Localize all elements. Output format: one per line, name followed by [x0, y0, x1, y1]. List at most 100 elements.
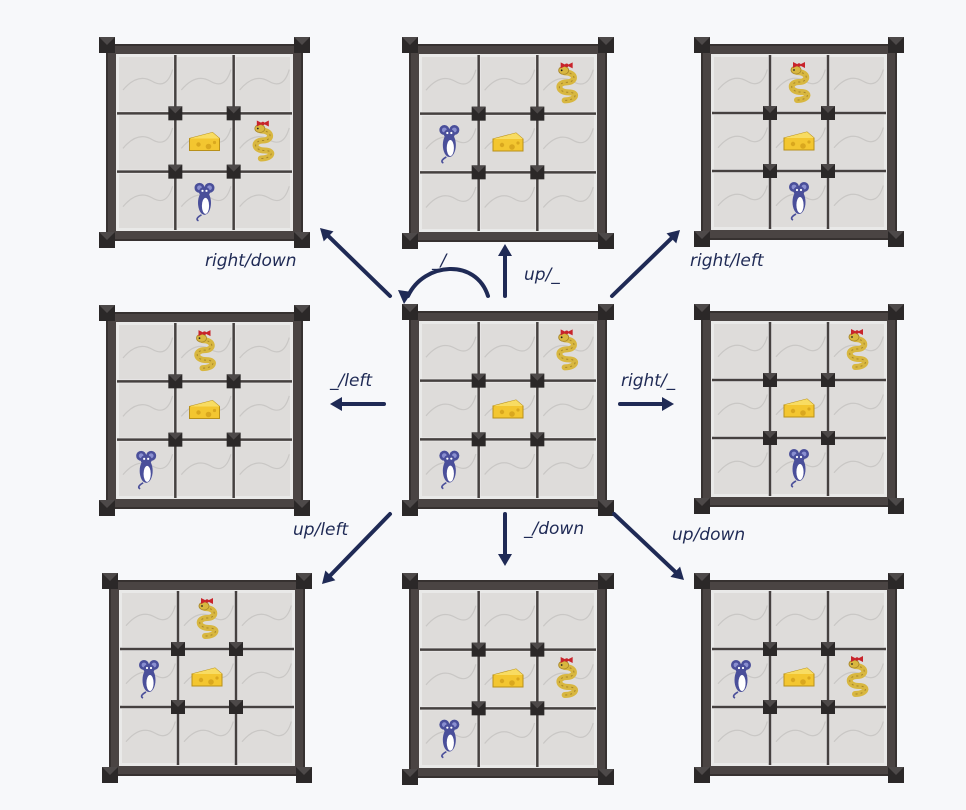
board-tile: [830, 382, 884, 436]
board-middle-right: [694, 304, 904, 514]
corner-post-highlight: [694, 573, 710, 581]
corner-post-highlight: [888, 304, 904, 312]
move-bottom-left-arrow: [328, 512, 392, 578]
inner-post-highlight: [530, 373, 545, 381]
tile-vein: [775, 185, 826, 207]
move-bottom-right-arrow: [612, 512, 678, 574]
tile-vein: [239, 186, 290, 208]
corner-post-highlight: [598, 304, 614, 312]
tile-vein: [122, 69, 174, 91]
corner-post-highlight: [888, 231, 904, 239]
board-tile: [830, 57, 884, 111]
corner-post-highlight: [296, 573, 312, 581]
board-tile: [422, 174, 477, 229]
board-tile: [714, 709, 768, 763]
inner-post-highlight: [530, 432, 545, 440]
board-bottom-center: [402, 573, 614, 785]
tile-vein: [717, 127, 768, 149]
corner-post-highlight: [99, 305, 115, 313]
board-bottom-left: [102, 573, 312, 783]
move-label-bottom-right: up/down: [672, 525, 745, 545]
inner-post-highlight: [168, 374, 183, 382]
inner-post-highlight: [530, 701, 545, 709]
tile-vein: [241, 663, 292, 685]
tile-vein: [833, 185, 884, 207]
tile-vein: [717, 605, 768, 627]
board-tile: [830, 440, 884, 494]
inner-post-highlight: [171, 642, 185, 649]
tile-vein: [239, 395, 290, 417]
corner-post-highlight: [598, 573, 614, 581]
inner-post-highlight: [168, 106, 183, 114]
board-tile: [235, 441, 290, 496]
board-tile: [238, 709, 292, 763]
tile-vein: [122, 337, 174, 359]
inner-post-highlight: [168, 164, 183, 172]
tile-vein: [122, 395, 174, 417]
corner-post-highlight: [402, 233, 418, 241]
tile-vein: [775, 452, 826, 474]
board-frame-edge: [106, 312, 303, 509]
corner-post-highlight: [102, 573, 118, 581]
corner-post-highlight: [694, 304, 710, 312]
move-bottom-left-arrow-head: [322, 570, 336, 584]
inner-post-highlight: [821, 164, 835, 171]
corner-post-highlight: [694, 37, 710, 45]
tile-vein: [775, 605, 826, 627]
board-frame: [409, 580, 607, 778]
tile-vein: [833, 394, 884, 416]
tile-vein: [717, 336, 768, 358]
tile-vein: [542, 453, 594, 475]
tile-vein: [425, 186, 477, 208]
inner-post-highlight: [821, 431, 835, 438]
move-bottom-center-arrow-head: [498, 554, 512, 566]
inner-post-highlight: [530, 106, 545, 114]
corner-post-highlight: [598, 500, 614, 508]
board-tile: [830, 593, 884, 647]
tile-vein: [425, 336, 477, 358]
corner-post-highlight: [99, 37, 115, 45]
corner-post-highlight: [888, 498, 904, 506]
inner-post-highlight: [821, 700, 835, 707]
move-label-middle-left: _/left: [329, 371, 373, 391]
tile-vein: [717, 185, 768, 207]
board-tile: [119, 173, 174, 228]
tile-vein: [425, 69, 477, 91]
tile-vein: [425, 664, 477, 686]
tile-vein: [717, 663, 768, 685]
board-tile: [480, 57, 536, 112]
board-tile: [177, 57, 232, 112]
board-middle-left: [99, 305, 310, 516]
board-tile: [480, 441, 536, 496]
board-frame: [409, 44, 607, 242]
board-frame-edge: [106, 44, 303, 241]
move-label-bottom-left: up/left: [293, 520, 349, 540]
tile-vein: [241, 605, 292, 627]
board-tile: [772, 709, 826, 763]
corner-post-highlight: [296, 767, 312, 775]
inner-post-highlight: [821, 106, 835, 113]
tile-vein: [833, 127, 884, 149]
inner-post-highlight: [471, 701, 486, 709]
corner-post-highlight: [402, 37, 418, 45]
board-frame-edge: [701, 311, 897, 507]
tile-vein: [425, 605, 477, 627]
board-tile: [122, 593, 176, 647]
board-tile: [714, 57, 768, 111]
board-top-right: [694, 37, 904, 247]
tile-vein: [717, 69, 768, 91]
inner-post-highlight: [763, 700, 777, 707]
board-frame-edge: [701, 580, 897, 776]
board-frame: [409, 311, 607, 509]
corner-post-highlight: [598, 37, 614, 45]
inner-post-highlight: [226, 106, 241, 114]
board-tile: [714, 382, 768, 436]
board-tile: [235, 383, 290, 438]
board-tile: [235, 57, 290, 112]
corner-post-highlight: [402, 769, 418, 777]
self-loop-label: _/_: [431, 251, 455, 271]
tile-vein: [239, 337, 290, 359]
board-tile: [714, 440, 768, 494]
